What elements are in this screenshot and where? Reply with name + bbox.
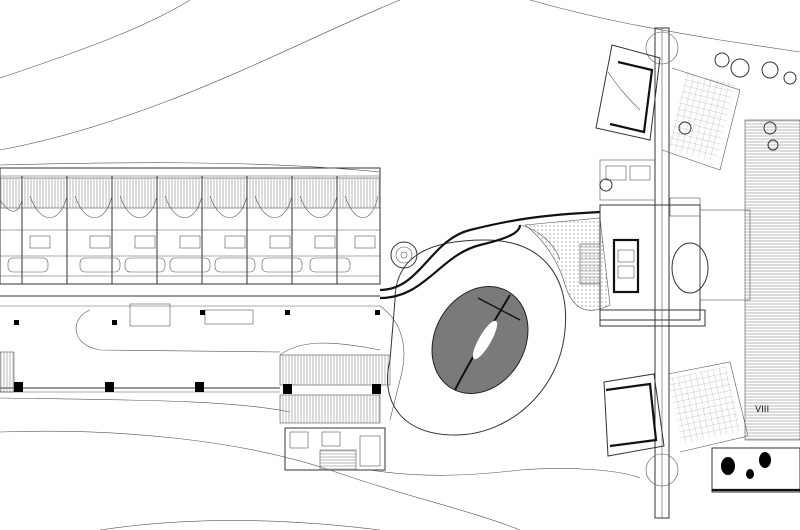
oval-court bbox=[387, 239, 567, 436]
unit-rooms bbox=[29, 235, 376, 249]
bottom-right-pavilion bbox=[603, 361, 749, 457]
housing-block bbox=[0, 162, 381, 297]
bottom-pavilion bbox=[284, 427, 386, 471]
dotted-paving bbox=[524, 217, 611, 311]
unit-curved-walls bbox=[0, 195, 379, 218]
right-building bbox=[579, 159, 706, 327]
drawing-tag-label: VIII bbox=[755, 405, 769, 415]
lower-plaza bbox=[0, 303, 405, 424]
right-garden: VIII bbox=[599, 52, 800, 493]
vertical-spine bbox=[645, 27, 679, 519]
top-pavilion bbox=[595, 44, 741, 171]
structural-columns bbox=[14, 310, 381, 394]
curved-bridge bbox=[379, 210, 601, 300]
tree-symbols bbox=[599, 52, 797, 192]
car-outlines bbox=[7, 257, 351, 273]
